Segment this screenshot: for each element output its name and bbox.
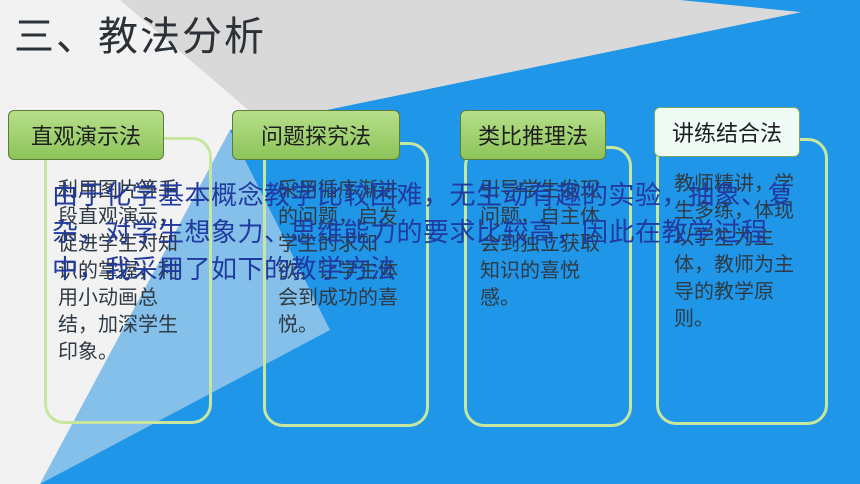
intro-overlay-text: 由于化学基本概念教学比较困难，无生动有趣的实验，抽象、复杂，对学生想象力、思维能… [52,181,795,285]
method-tag-1: 直观演示法 [8,110,164,160]
method-tag-3: 类比推理法 [460,110,606,160]
method-body-1: 利用图片等手段直观演示，促进学生对知识的掌握，利用小动画总结，加深学生印象。 [58,177,178,363]
method-tag-2: 问题探究法 [232,110,400,160]
method-body-3: 引导学生发现问题，自主体会到独立获取知识的喜悦感。 [480,177,600,309]
method-tag-4: 讲练结合法 [654,107,800,157]
method-body-4: 教师精讲，学生多练，体现以学生为主体，教师为主导的教学原则。 [674,171,794,330]
method-body-2: 采用循序渐进的问题，启发学生的求知欲，让学生体会到成功的喜悦。 [278,177,398,336]
page-title: 三、教法分析 [14,14,266,60]
